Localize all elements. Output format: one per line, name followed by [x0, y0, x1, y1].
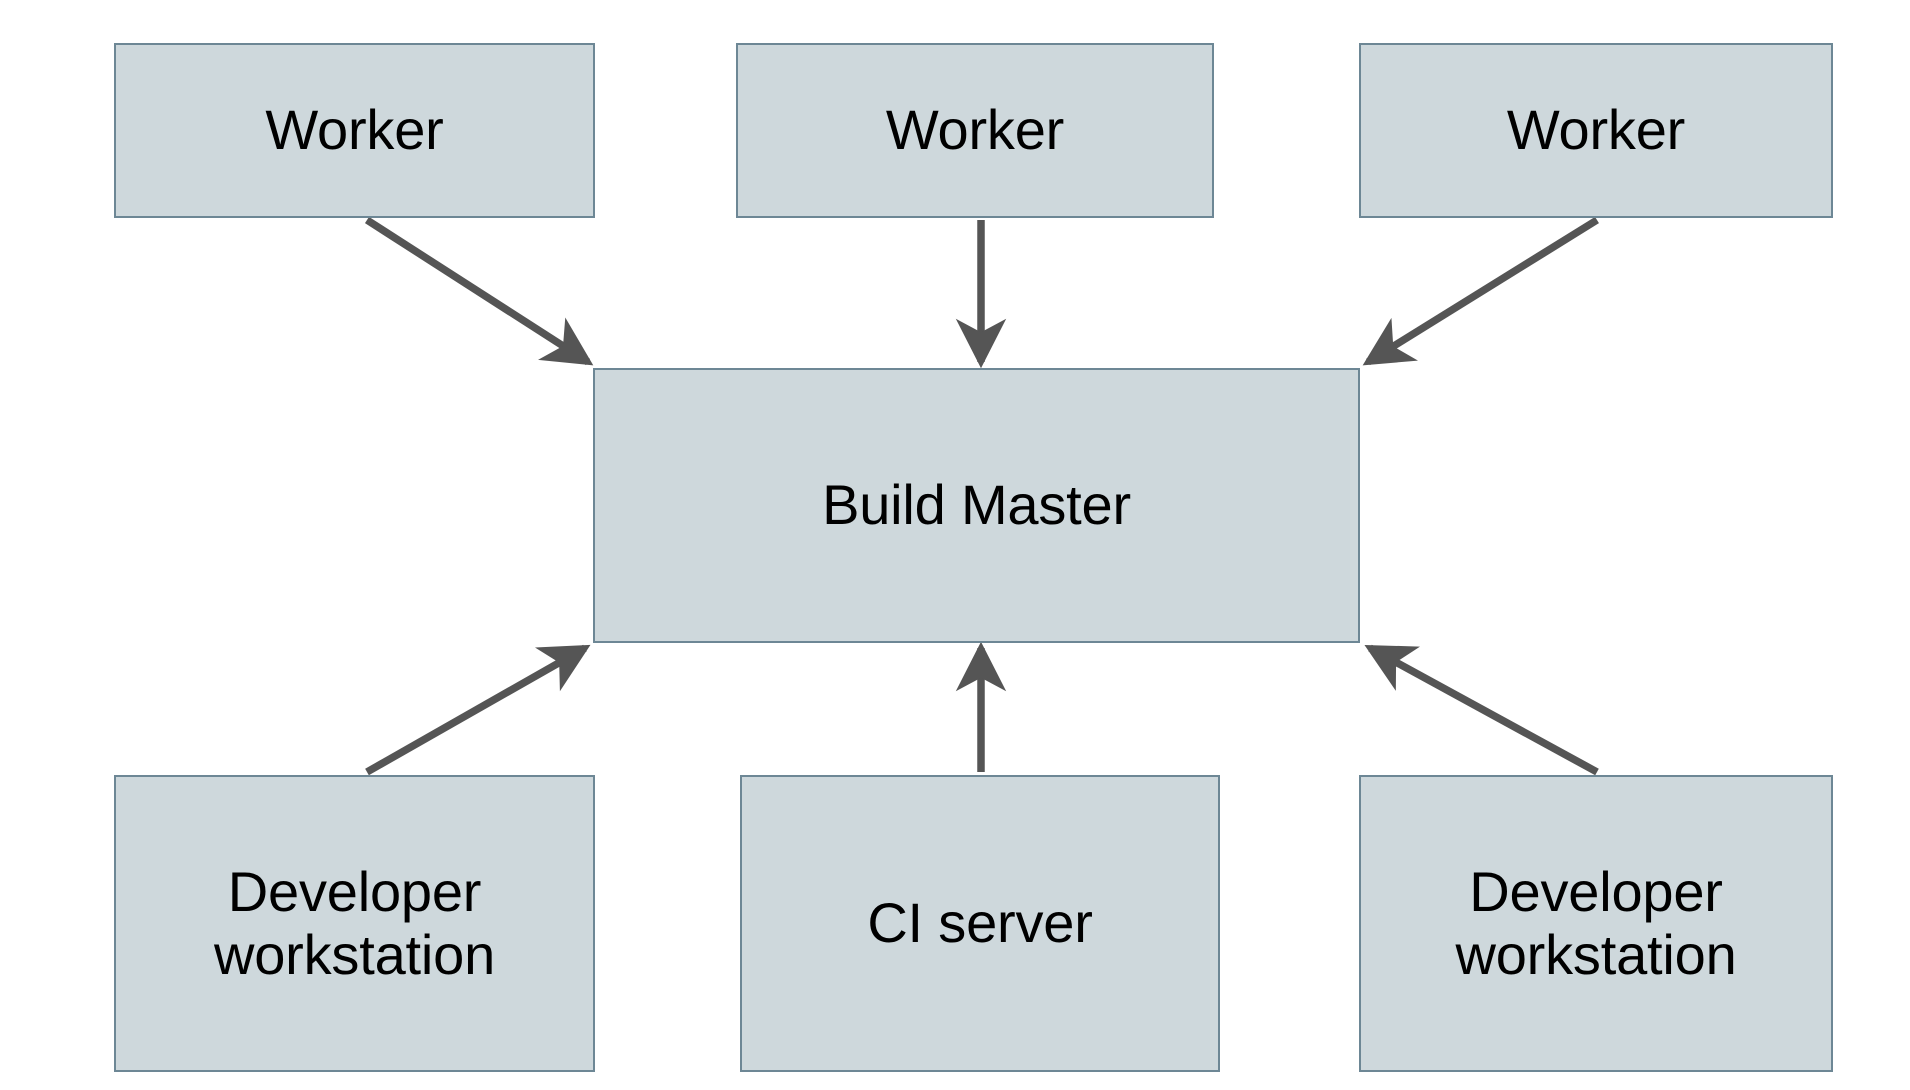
edge-dev-workstation-1-to-build-master — [365, 644, 591, 776]
node-build-master-label: Build Master — [822, 473, 1131, 537]
edge-worker-3-to-build-master — [1362, 216, 1599, 366]
node-worker-1[interactable]: Worker — [114, 43, 595, 218]
node-worker-2[interactable]: Worker — [736, 43, 1214, 218]
node-developer-workstation-1-label: Developer workstation — [213, 859, 496, 986]
node-developer-workstation-2-label: Developer workstation — [1455, 859, 1737, 986]
node-worker-2-label: Worker — [885, 98, 1065, 162]
node-build-master[interactable]: Build Master — [593, 368, 1360, 643]
edge-dev-workstation-2-to-build-master — [1364, 644, 1599, 776]
node-ci-server[interactable]: CI server — [740, 775, 1220, 1072]
edge-worker-1-to-build-master — [364, 216, 594, 366]
node-developer-workstation-2[interactable]: Developer workstation — [1359, 775, 1833, 1072]
node-worker-3-label: Worker — [1506, 98, 1686, 162]
node-developer-workstation-1[interactable]: Developer workstation — [114, 775, 595, 1072]
node-worker-3[interactable]: Worker — [1359, 43, 1833, 218]
node-ci-server-label: CI server — [867, 891, 1093, 955]
node-worker-1-label: Worker — [265, 98, 444, 162]
